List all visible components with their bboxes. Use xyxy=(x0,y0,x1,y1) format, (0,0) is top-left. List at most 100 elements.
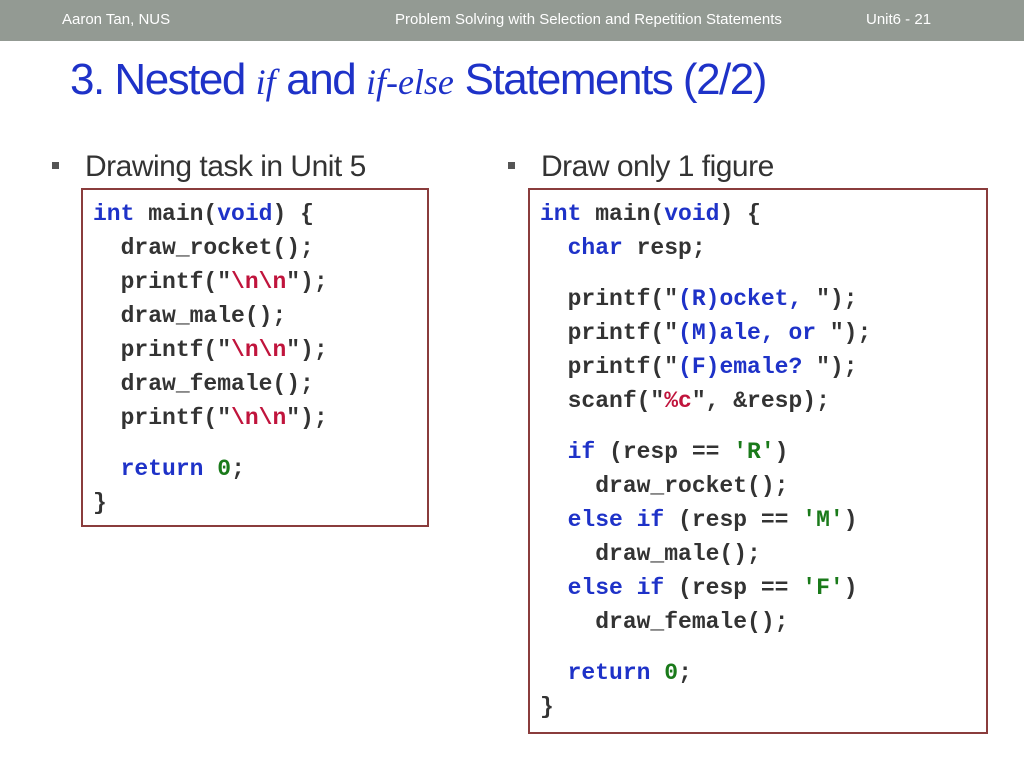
code-token: draw_male(); xyxy=(93,303,287,329)
code-token: "); xyxy=(286,337,328,363)
code-token: ", &resp); xyxy=(691,388,830,414)
code-token: printf(" xyxy=(540,320,679,346)
code-line: return 0; xyxy=(93,452,328,486)
code-token: return xyxy=(567,660,651,686)
code-token: ) xyxy=(774,439,789,465)
code-token: draw_rocket(); xyxy=(540,473,789,499)
code-token: else if xyxy=(567,575,665,601)
code-line: printf("(R)ocket, "); xyxy=(540,282,871,316)
code-token: int xyxy=(540,201,582,227)
code-line: printf("(M)ale, or "); xyxy=(540,316,872,350)
code-token: ; xyxy=(678,660,692,686)
square-bullet-icon xyxy=(52,161,59,169)
code-token: ) xyxy=(843,507,858,533)
code-token xyxy=(93,456,121,482)
code-token: main( xyxy=(581,201,665,227)
code-line: printf("\n\n"); xyxy=(93,265,328,299)
code-gap xyxy=(540,639,871,656)
code-line: draw_rocket(); xyxy=(540,469,871,503)
header-course-title: Problem Solving with Selection and Repet… xyxy=(395,11,782,28)
code-line: draw_male(); xyxy=(540,537,871,571)
code-token: } xyxy=(93,490,107,516)
code-line: return 0; xyxy=(540,656,871,690)
title-keyword-if-else: if-else xyxy=(365,62,454,102)
code-token: "); xyxy=(286,269,328,295)
code-token: "); xyxy=(829,320,872,346)
code-token: printf(" xyxy=(540,286,679,312)
code-token: "); xyxy=(286,405,328,431)
code-token: } xyxy=(540,694,554,720)
code-token xyxy=(540,575,568,601)
header-page-number: Unit6 - 21 xyxy=(866,11,932,28)
code-token: printf(" xyxy=(540,354,679,380)
bullet-left: Drawing task in Unit 5 xyxy=(52,150,366,184)
code-gap xyxy=(93,435,328,452)
title-middle: and xyxy=(275,55,366,104)
code-token xyxy=(540,235,568,261)
code-token: "); xyxy=(816,354,858,380)
code-token: if xyxy=(567,439,596,465)
code-token: int xyxy=(93,201,135,227)
title-suffix: Statements (2/2) xyxy=(453,55,768,104)
code-block-left: int main(void) { draw_rocket(); printf("… xyxy=(93,197,328,520)
code-token: ) { xyxy=(272,201,314,227)
slide-title: 3. Nested if and if-else Statements (2/2… xyxy=(70,55,768,104)
code-token: draw_male(); xyxy=(540,541,761,567)
code-line: draw_female(); xyxy=(93,367,328,401)
code-line: printf("\n\n"); xyxy=(93,401,328,435)
code-token: draw_rocket(); xyxy=(93,235,314,261)
code-token: else if xyxy=(567,507,665,533)
code-token: draw_female(); xyxy=(540,609,789,635)
code-token: 'R' xyxy=(733,439,775,465)
code-token: void xyxy=(664,201,720,227)
code-line: int main(void) { xyxy=(93,197,328,231)
code-line: } xyxy=(540,690,871,724)
code-line: draw_female(); xyxy=(540,605,871,639)
code-token: 0 xyxy=(217,456,232,482)
code-token xyxy=(540,660,568,686)
code-line: printf("(F)emale? "); xyxy=(540,350,871,384)
code-token: (resp == xyxy=(595,439,734,465)
code-token: main( xyxy=(134,201,218,227)
bullet-left-text: Drawing task in Unit 5 xyxy=(85,150,366,183)
code-line: int main(void) { xyxy=(540,197,871,231)
code-token: ; xyxy=(231,456,245,482)
code-token xyxy=(540,439,568,465)
bullet-right: Draw only 1 figure xyxy=(508,150,774,184)
code-token xyxy=(650,660,664,686)
code-token: (R)ocket, xyxy=(678,286,817,312)
code-gap xyxy=(540,418,871,435)
code-line: printf("\n\n"); xyxy=(93,333,328,367)
code-token: 'M' xyxy=(802,507,844,533)
square-bullet-icon xyxy=(508,161,515,169)
slide-header: Aaron Tan, NUS Problem Solving with Sele… xyxy=(0,0,1024,41)
code-token: printf(" xyxy=(93,405,232,431)
code-token: return xyxy=(120,456,204,482)
code-token: 'F' xyxy=(802,575,844,601)
code-line: char resp; xyxy=(540,231,871,265)
code-token xyxy=(540,507,568,533)
code-gap xyxy=(540,265,871,282)
code-line: draw_rocket(); xyxy=(93,231,328,265)
header-author: Aaron Tan, NUS xyxy=(62,11,171,28)
code-token: printf(" xyxy=(93,337,232,363)
code-token: scanf(" xyxy=(540,388,665,414)
code-token: "); xyxy=(816,286,858,312)
code-token: printf(" xyxy=(93,269,232,295)
code-line: scanf("%c", &resp); xyxy=(540,384,871,418)
code-token: %c xyxy=(664,388,692,414)
code-token: (M)ale, or xyxy=(678,320,830,346)
code-box-right: int main(void) { char resp; printf("(R)o… xyxy=(528,188,988,734)
code-token: void xyxy=(217,201,273,227)
code-line: if (resp == 'R') xyxy=(540,435,871,469)
title-prefix: 3. Nested xyxy=(70,55,256,104)
code-line: } xyxy=(93,486,328,520)
code-token: (F)emale? xyxy=(678,354,817,380)
code-box-left: int main(void) { draw_rocket(); printf("… xyxy=(81,188,429,527)
code-token: char xyxy=(567,235,623,261)
code-token: \n\n xyxy=(231,337,287,363)
code-token: \n\n xyxy=(231,269,287,295)
code-token: draw_female(); xyxy=(93,371,314,397)
code-line: else if (resp == 'M') xyxy=(540,503,871,537)
code-token xyxy=(203,456,217,482)
